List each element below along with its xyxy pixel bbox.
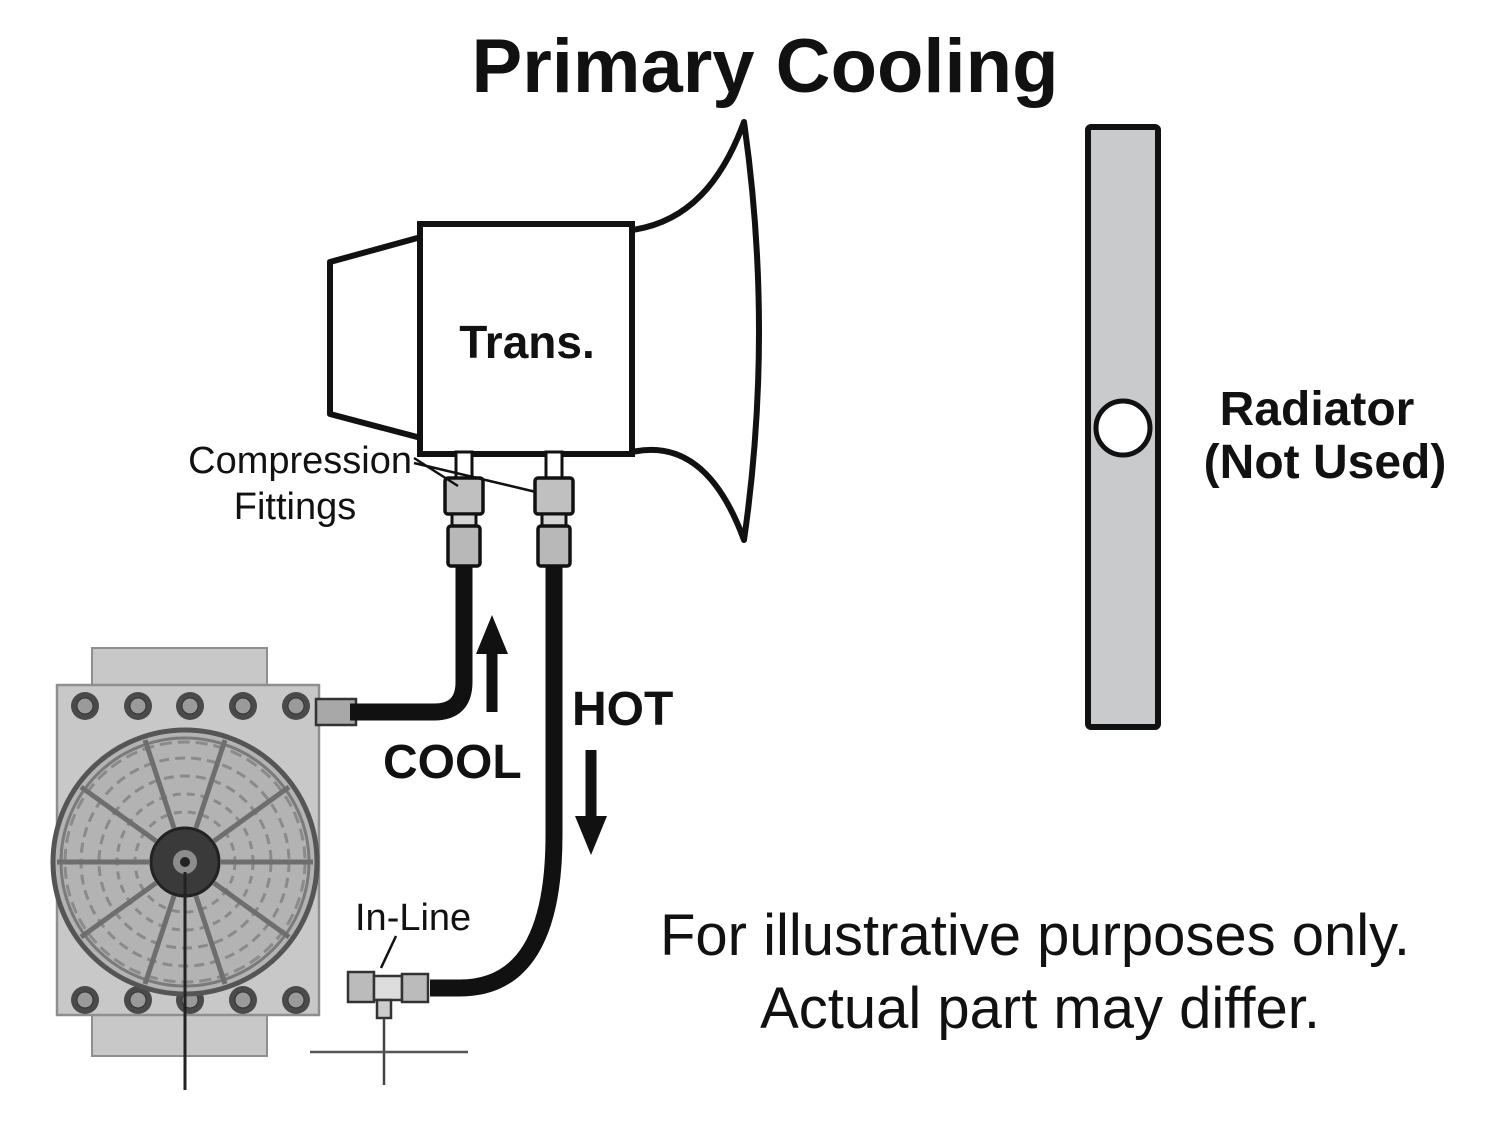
inline-fitting-group: In-Line bbox=[310, 897, 471, 1085]
compression-fitting-right bbox=[533, 450, 575, 568]
fittings-pointer-line-right bbox=[413, 461, 537, 494]
hot-arrow-down-icon bbox=[575, 816, 607, 855]
cool-arrow-up-icon bbox=[476, 615, 508, 654]
hot-label: HOT bbox=[572, 683, 673, 736]
inline-label: In-Line bbox=[355, 897, 471, 939]
trans-label: Trans. bbox=[459, 316, 595, 368]
cooler-bolts-top bbox=[71, 692, 310, 720]
radiator-group: Radiator (Not Used) bbox=[1085, 124, 1447, 730]
cool-label: COOL bbox=[383, 736, 522, 789]
hot-hose bbox=[430, 560, 563, 997]
inline-nut-left bbox=[346, 970, 376, 1004]
fittings-label-line1: Compression bbox=[188, 440, 412, 482]
radiator-label-line1: Radiator bbox=[1220, 383, 1415, 436]
fittings-pointer-line-left bbox=[413, 456, 459, 488]
inline-nut-right bbox=[400, 972, 430, 1004]
fan-spokes bbox=[57, 739, 313, 985]
trans-case bbox=[417, 221, 635, 457]
hoses-group bbox=[350, 560, 563, 997]
inline-stem bbox=[375, 998, 393, 1020]
compression-fitting-left bbox=[443, 450, 485, 568]
cool-hose bbox=[350, 560, 473, 721]
page-title: Primary Cooling bbox=[472, 24, 1059, 109]
cooler-bottom-tab bbox=[91, 1009, 268, 1057]
radiator-port bbox=[1093, 398, 1153, 458]
disclaimer-line1: For illustrative purposes only. bbox=[660, 903, 1410, 968]
disclaimer-line2: Actual part may differ. bbox=[760, 976, 1320, 1041]
trans-tail bbox=[327, 234, 424, 441]
disclaimer-group: For illustrative purposes only. Actual p… bbox=[660, 903, 1410, 1041]
radiator-label-line2: (Not Used) bbox=[1204, 436, 1447, 489]
fittings-label-line2: Fittings bbox=[234, 486, 356, 528]
trans-bell bbox=[629, 119, 762, 543]
transmission-group: Trans. Compression Fittings bbox=[188, 119, 762, 568]
inline-pointer-line bbox=[379, 935, 398, 969]
inline-body bbox=[372, 974, 404, 1002]
flow-annotations: COOL HOT bbox=[383, 615, 673, 855]
cooler-group bbox=[50, 647, 358, 1090]
